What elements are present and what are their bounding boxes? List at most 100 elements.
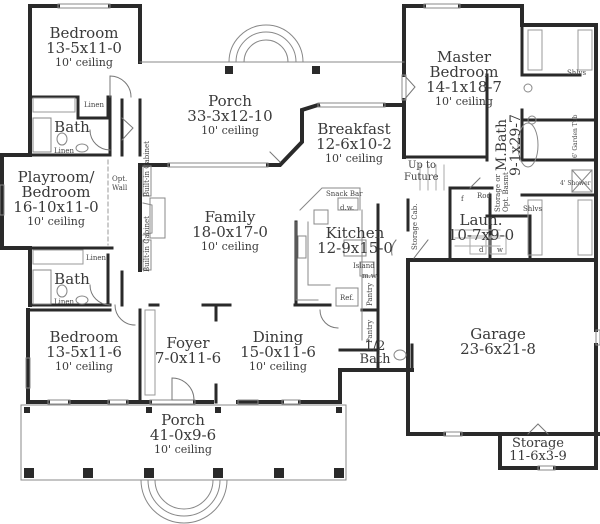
linen-label: Linen <box>84 101 105 109</box>
room-playroom: Playroom/ Bedroom 16-10x11-0 10' ceiling <box>13 168 99 228</box>
room-dimensions: 13-5x11-6 <box>46 343 122 361</box>
kitchen-fixtures <box>295 187 375 341</box>
room-name-line1: Master <box>436 48 492 66</box>
up-to-future-label: Future <box>404 172 439 183</box>
room-name: Breakfast <box>317 120 391 138</box>
front-porch <box>20 404 347 524</box>
room-name-line1: 1/2 <box>364 339 386 354</box>
room-ceiling: 10' ceiling <box>201 124 259 137</box>
room-dimensions: 9-1x29-7 <box>508 114 524 176</box>
shower-label: 4' Shower <box>560 180 591 187</box>
opt-wall-label: Opt. <box>112 175 128 183</box>
room-laundry: Laun. 10-7x9-0 <box>448 213 514 243</box>
linen-closet-label: Linen <box>54 298 75 306</box>
room-name: Laun. <box>459 211 503 229</box>
closet-rods <box>32 29 593 396</box>
room-dimensions: 41-0x9-6 <box>149 426 217 444</box>
room-dimensions: 12-6x10-2 <box>316 135 392 153</box>
room-ceiling: 10' ceiling <box>55 360 113 373</box>
room-dimensions: 15-0x11-6 <box>240 343 316 361</box>
room-ceiling: 10' ceiling <box>55 56 113 69</box>
room-name: Foyer <box>166 334 210 352</box>
storage-basement-label: Storage or <box>494 174 502 212</box>
rear-porch <box>139 24 405 63</box>
refrigerator-label: Ref. <box>340 294 354 302</box>
linen-label: Linen <box>86 254 107 262</box>
room-dimensions: 7-0x11-6 <box>154 349 222 367</box>
room-dimensions: 10-7x9-0 <box>447 226 515 244</box>
room-bath-1: Bath <box>54 120 90 135</box>
dishwasher-label: d.w. <box>340 204 355 212</box>
pantry-label: Pantry <box>366 282 374 306</box>
garden-tub-label: 6' Garden Tub <box>572 114 579 158</box>
up-to-future-label: Up to <box>408 160 437 171</box>
room-kitchen: Kitchen 12-9x15-0 <box>317 226 393 256</box>
room-dimensions: 12-9x15-0 <box>317 239 393 257</box>
room-dining: Dining 15-0x11-6 10' ceiling <box>240 328 316 373</box>
stairs <box>419 164 507 255</box>
microwave-label: m.w. <box>362 272 379 280</box>
rod-label: Rod <box>477 192 491 200</box>
room-name-line2: Bedroom <box>429 63 499 81</box>
storage-basement-label: Opt. Basmt <box>502 172 510 212</box>
room-name: Porch <box>161 411 205 429</box>
room-name: Bedroom <box>49 24 119 42</box>
built-in-cabinet-label: Built-in Cabinet <box>143 216 151 272</box>
freezer-label: f <box>461 195 464 203</box>
room-name-line1: Playroom/ <box>17 168 95 186</box>
room-name: Bath <box>54 118 90 136</box>
bath-fixtures <box>32 83 593 361</box>
shelves-label: Shlvs <box>567 69 587 77</box>
door-swings <box>89 74 549 435</box>
room-master-bedroom: Master Bedroom 14-1x18-7 10' ceiling <box>426 48 502 108</box>
room-name: Family <box>204 208 256 226</box>
room-dimensions: 13-5x11-0 <box>46 39 122 57</box>
room-breakfast: Breakfast 12-6x10-2 10' ceiling <box>316 120 392 165</box>
island-label: Island <box>353 262 375 270</box>
snack-bar-label: Snack Bar <box>326 190 363 198</box>
room-name: Bath <box>54 270 90 288</box>
windows <box>0 3 600 471</box>
room-bedroom-sw: Bedroom 13-5x11-6 10' ceiling <box>46 328 122 373</box>
room-ceiling: 10' ceiling <box>154 443 212 456</box>
pantry-label: Pantry <box>366 319 374 343</box>
room-porch-front: Porch 41-0x9-6 10' ceiling <box>149 411 217 456</box>
room-ceiling: 10' ceiling <box>27 215 85 228</box>
shelves-label: Shlvs <box>523 205 543 213</box>
room-name: Porch <box>208 92 252 110</box>
room-name-line2: Bath <box>359 352 391 367</box>
room-bedroom-nw: Bedroom 13-5x11-0 10' ceiling <box>46 24 122 69</box>
room-bath-2: Bath <box>54 272 90 287</box>
room-name: Kitchen <box>325 224 385 242</box>
room-name-line2: Bedroom <box>21 183 91 201</box>
room-name: Garage <box>470 325 526 343</box>
room-dimensions: 11-6x3-9 <box>509 449 567 464</box>
room-dimensions: 33-3x12-10 <box>187 107 273 125</box>
room-family: Family 18-0x17-0 10' ceiling <box>192 208 268 253</box>
washer-label: w <box>497 246 503 254</box>
room-ceiling: 10' ceiling <box>325 152 383 165</box>
room-name: M.Bath <box>494 119 510 172</box>
room-storage: Storage 11-6x3-9 <box>509 437 566 463</box>
room-porch-rear: Porch 33-3x12-10 10' ceiling <box>187 92 273 137</box>
dryer-label: d <box>479 246 484 254</box>
room-half-bath: 1/2 Bath <box>360 340 391 366</box>
room-name: Dining <box>252 328 304 346</box>
room-dimensions: 18-0x17-0 <box>192 223 268 241</box>
built-in-cabinet-label: Built-in Cabinet <box>143 141 151 197</box>
porch-columns <box>24 407 344 478</box>
room-name: Bedroom <box>49 328 119 346</box>
room-dimensions: 23-6x21-8 <box>460 340 536 358</box>
storage-cab-label: Storage Cab. <box>411 203 419 250</box>
room-ceiling: 10' ceiling <box>249 360 307 373</box>
room-foyer: Foyer 7-0x11-6 <box>155 336 221 366</box>
room-dimensions: 16-10x11-0 <box>13 198 99 216</box>
room-ceiling: 10' ceiling <box>201 240 259 253</box>
room-garage: Garage 23-6x21-8 <box>460 327 536 357</box>
interior-walls <box>28 23 598 404</box>
room-dimensions: 14-1x18-7 <box>426 78 502 96</box>
room-name: Storage <box>512 436 564 451</box>
opt-wall-label: Wall <box>112 184 128 192</box>
room-ceiling: 10' ceiling <box>435 95 493 108</box>
